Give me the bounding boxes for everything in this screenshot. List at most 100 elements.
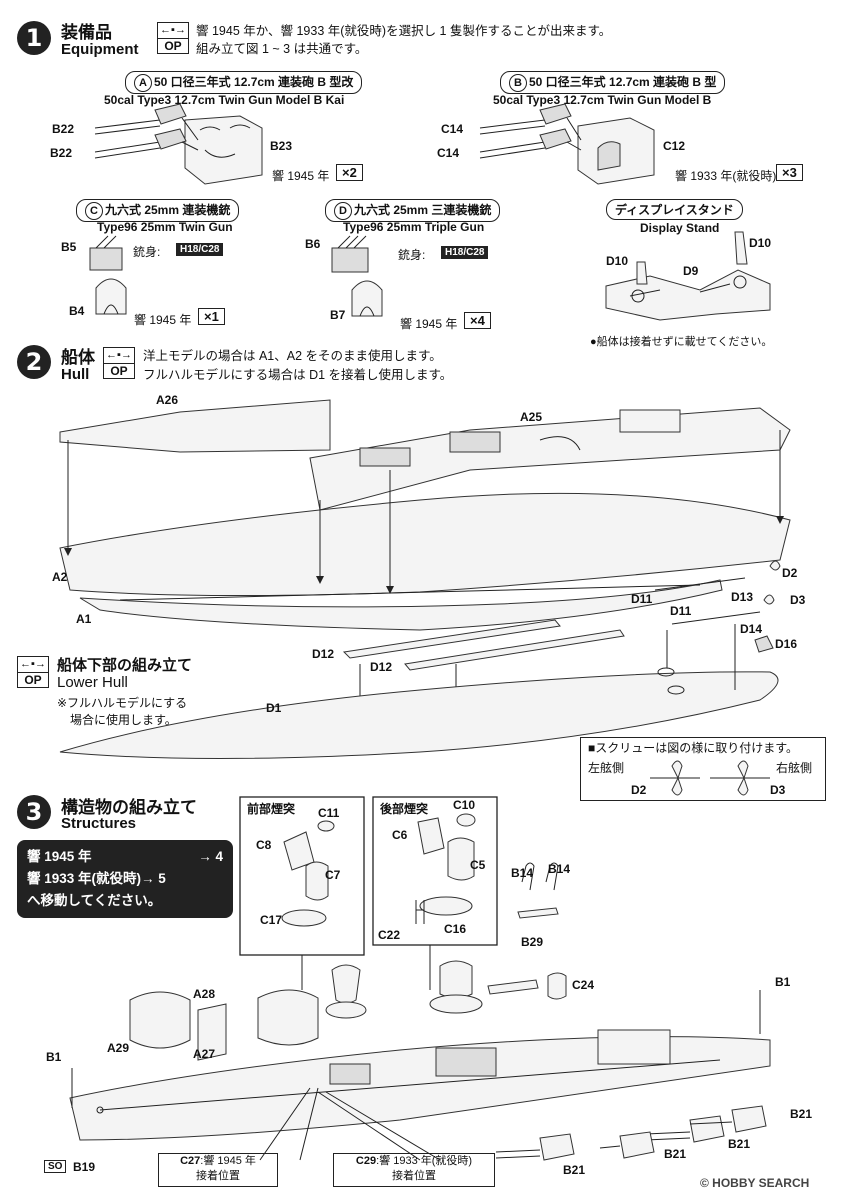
qty-label: 響 1945 年 [400,317,458,331]
letter-a-icon: A [134,73,152,92]
part-label: D10 [606,254,629,268]
part-label: C14 [437,146,460,160]
step-3-title-jp: 構造物の組み立て [61,798,197,817]
letter-d-icon: D [334,201,352,220]
upper-hull-drawing [59,399,791,511]
part-label: B7 [330,308,346,322]
step-2-title-en: Hull [61,366,90,383]
optional-arrows-icon: ←▪→ [18,657,48,673]
part-label: C8 [256,838,272,852]
gun-d-subtitle: Type96 25mm Triple Gun [343,220,485,234]
qty-badge: ×4 [464,312,491,329]
part-label: C24 [572,978,595,992]
part-label: B21 [790,1107,813,1121]
step-1-note-1: 響 1945 年か、響 1933 年(就役時)を選択し 1 隻製作することが出来… [196,24,612,38]
structures-drawing [129,960,567,1061]
part-label: D12 [312,647,335,661]
screw-note: ■スクリューは図の様に取り付けます。 [588,741,799,755]
part-label: A25 [520,410,543,424]
part-label: A26 [156,393,179,407]
part-label: B19 [73,1160,96,1174]
part-label: B21 [664,1147,687,1161]
part-label: D11 [670,604,692,618]
ship-hull-drawing [69,990,771,1141]
part-label: B22 [50,146,73,160]
display-stand-subtitle: Display Stand [640,221,720,235]
part-label: D1 [266,701,282,715]
gun-a-subtitle: 50cal Type3 12.7cm Twin Gun Model B Kai [104,93,345,107]
step-1-title-jp: 装備品 [61,23,112,42]
hull-body-drawing [59,492,791,631]
qty-badge: ×2 [336,164,363,181]
step-2-number: 2 [17,345,51,379]
watermark: © HOBBY SEARCH [700,1176,810,1190]
letter-c-icon: C [85,201,103,220]
gun-c-subtitle: Type96 25mm Twin Gun [97,220,233,234]
part-label: B1 [46,1050,62,1064]
front-funnel-drawing [281,820,335,927]
twin-mg-drawing [89,235,127,315]
triple-mg-drawing [331,235,383,317]
part-label: A27 [193,1047,216,1061]
b21-guns-drawing [495,1105,767,1161]
letter-b-icon: B [509,73,527,92]
part-label: B21 [728,1137,751,1151]
c27-note: C27:響 1945 年 接着位置 [158,1153,278,1187]
front-funnel-title: 前部煙突 [247,802,296,816]
part-label: B22 [52,122,75,136]
part-label: A28 [193,987,216,1001]
step-3-number: 3 [17,795,51,829]
optional-icon: ←▪→ OP [157,22,189,54]
c29-note: C29:響 1933 年(就役時) 接着位置 [333,1153,495,1187]
rear-funnel-title: 後部煙突 [380,802,429,816]
screw-drawing [650,760,770,796]
part-label: D9 [683,264,699,278]
part-label: C12 [663,139,686,153]
part-label: D16 [775,637,798,651]
step-1-title-en: Equipment [61,41,139,58]
front-funnel-frame [239,796,365,956]
qty-label: 響 1945 年 [134,313,192,327]
part-label: D13 [731,590,754,604]
optional-arrows-icon: ←▪→ [158,23,188,39]
part-label: C11 [318,806,340,820]
part-label: D3 [770,783,786,797]
barrel-label: 銃身: [398,248,426,262]
barrel-code: H18/C28 [441,246,489,259]
part-label: C6 [392,828,408,842]
twin-gun-b-drawing [479,103,655,185]
part-label: C7 [325,868,341,882]
part-label: B6 [305,237,321,251]
qty-label: 響 1945 年 [272,169,330,183]
part-label: B1 [775,975,791,989]
twin-gun-a-drawing [94,103,263,185]
lower-hull-title-en: Lower Hull [57,674,128,691]
display-stand-drawing [605,231,771,321]
shafts-drawing [654,560,781,695]
part-label: D3 [790,593,806,607]
screw-right-label: 右舷側 [776,761,813,775]
lower-hull-drawing [59,671,779,759]
step-3-title-en: Structures [61,815,137,832]
screw-note-box [580,737,826,801]
rear-funnel-drawing [415,813,476,924]
gun-b-subtitle: 50cal Type3 12.7cm Twin Gun Model B [493,93,712,107]
part-label: C10 [453,798,476,812]
rear-funnel-frame [372,796,498,946]
move-instruction-box: 響 1945 年→ 4 響 1933 年(就役時)→ 5 へ移動してください。 [17,840,233,918]
part-label: C16 [444,922,467,936]
part-label: A29 [107,1041,130,1055]
so-badge: SO [44,1160,67,1173]
part-label: C14 [441,122,464,136]
part-label: D2 [631,783,647,797]
part-label: B29 [521,935,544,949]
lower-hull-note-2: 場合に使用します。 [70,713,177,727]
part-label: D11 [631,592,653,606]
rails-drawing [517,862,559,919]
part-label: A1 [76,612,92,626]
